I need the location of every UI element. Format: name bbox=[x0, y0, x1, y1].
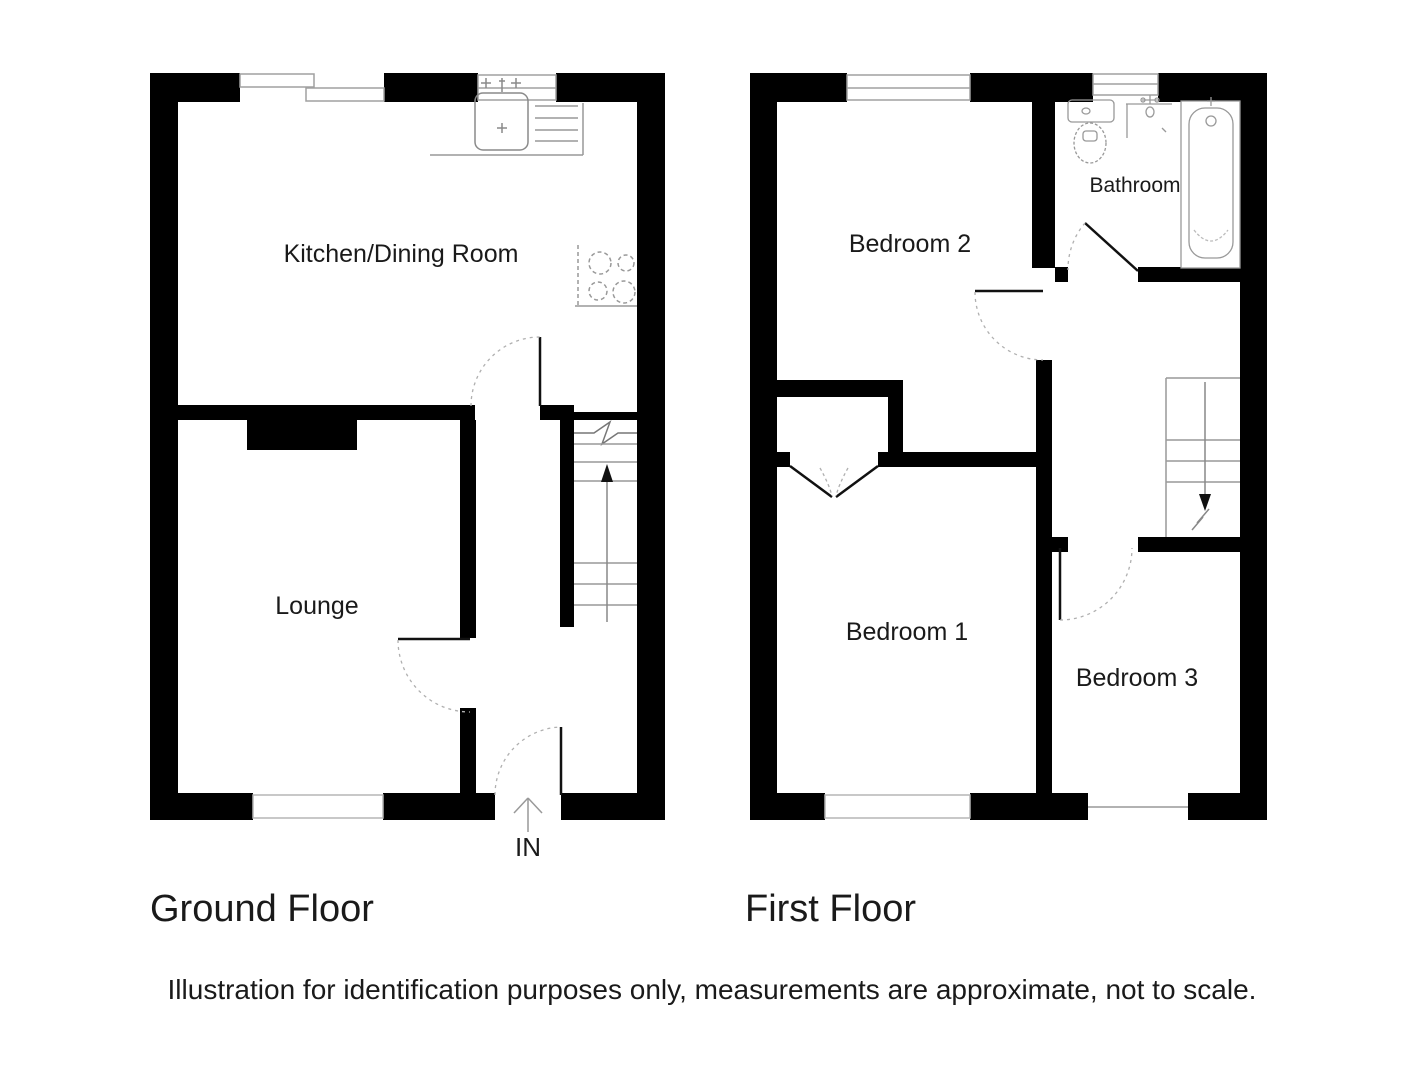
window bbox=[239, 73, 557, 102]
bathroom-door bbox=[1067, 222, 1139, 272]
entrance-arrow-icon bbox=[513, 797, 543, 832]
hob-icon bbox=[575, 245, 637, 307]
ground-floor-outer-walls bbox=[150, 73, 665, 820]
cupboard-double-doors bbox=[789, 464, 879, 499]
room-label-lounge: Lounge bbox=[275, 592, 358, 620]
window bbox=[824, 793, 1188, 820]
staircase-down-icon bbox=[1165, 377, 1240, 537]
room-label-bedroom3: Bedroom 3 bbox=[1076, 664, 1198, 692]
toilet-icon bbox=[1067, 99, 1115, 164]
first-floor-title: First Floor bbox=[745, 888, 916, 930]
window bbox=[252, 793, 384, 820]
kitchen-sink-icon bbox=[430, 78, 584, 156]
basin-icon bbox=[1126, 95, 1172, 138]
window bbox=[846, 73, 1159, 102]
entrance-door bbox=[494, 726, 563, 796]
ground-floor-title: Ground Floor bbox=[150, 888, 374, 930]
entrance-in-label: IN bbox=[515, 832, 541, 862]
kitchen-door bbox=[470, 336, 542, 407]
ground-floor-interior-walls bbox=[178, 405, 637, 793]
room-label-bedroom1: Bedroom 1 bbox=[846, 618, 968, 646]
first-floor-interior-walls bbox=[777, 102, 1267, 793]
room-label-bedroom2: Bedroom 2 bbox=[849, 230, 971, 258]
room-label-bathroom: Bathroom bbox=[1089, 174, 1180, 197]
room-label-kitchen: Kitchen/Dining Room bbox=[284, 240, 519, 268]
lounge-door bbox=[397, 637, 471, 713]
drainer-icon bbox=[535, 105, 578, 142]
bath-icon bbox=[1180, 97, 1241, 269]
disclaimer-text: Illustration for identification purposes… bbox=[168, 974, 1257, 1005]
staircase-up-icon bbox=[574, 420, 637, 622]
ground-floor-plan: Kitchen/Dining Room Lounge IN Ground Flo… bbox=[150, 73, 665, 930]
bedroom3-door bbox=[1058, 547, 1133, 621]
first-floor-plan: Bedroom 2 Bathroom Bedroom 1 Bedroom 3 F… bbox=[745, 73, 1267, 930]
chimney-breast-icon bbox=[247, 420, 357, 450]
bedroom2-door bbox=[974, 289, 1044, 361]
